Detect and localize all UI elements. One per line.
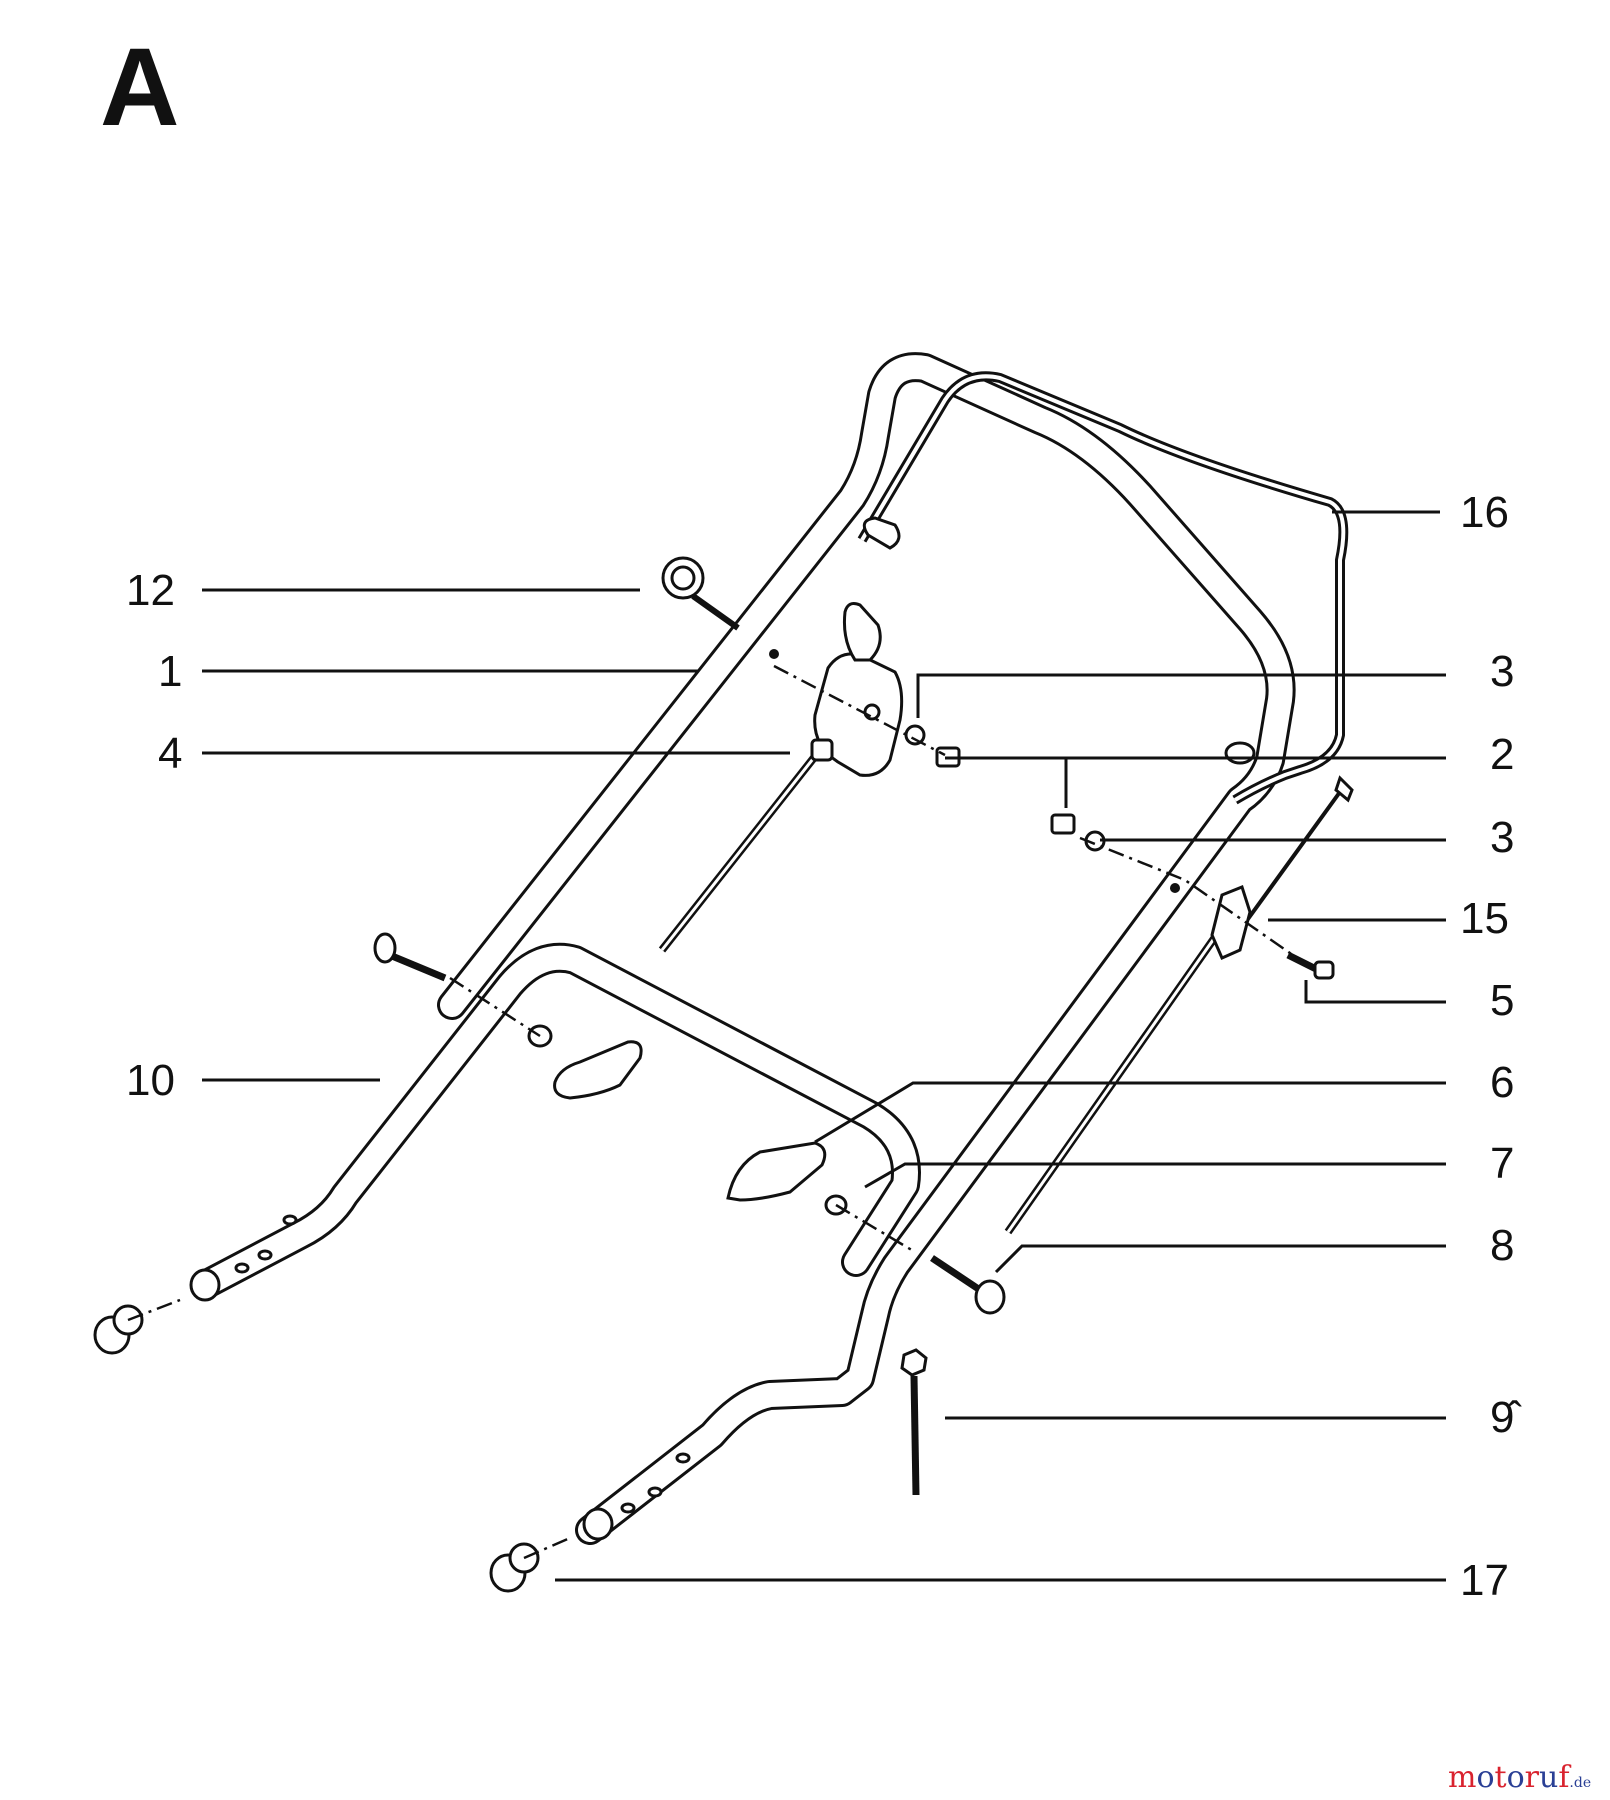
callout-5: 5 [1490,976,1514,1025]
section-letter: A [100,26,179,149]
callout-7: 7 [1490,1139,1514,1188]
callout-16: 16 [1460,488,1509,537]
leader-lines [202,510,1446,1582]
lower-left-tube-end [189,1268,221,1302]
plug-17-left [93,1304,144,1355]
left-carriage-bolt [373,932,447,982]
callout-17: 17 [1460,1556,1509,1605]
callout-3-lower: 3 [1490,813,1514,862]
nut-2-lower [1050,813,1076,835]
adjust-hole [257,1249,273,1261]
callout-9: 9̂ [1490,1393,1522,1442]
throttle-lever [843,602,882,662]
adjust-hole [620,1502,636,1514]
callout-2: 2 [1490,730,1514,779]
watermark-logo: motoruf.de [1448,1760,1591,1795]
right-carriage-bolt-8 [930,1255,1006,1315]
watermark-letter: f [1558,1760,1571,1795]
callout-6: 6 [1490,1058,1514,1107]
callout-8: 8 [1490,1221,1514,1270]
lower-right-tube-end [582,1507,614,1541]
handle-assembly [93,352,1354,1593]
watermark-suffix: .de [1569,1775,1591,1791]
callout-3-upper: 3 [1490,647,1514,696]
watermark-letter: o [1476,1760,1494,1795]
plug-17-right [489,1542,540,1593]
adjust-hole [234,1262,250,1274]
callout-12: 12 [126,566,175,615]
upper-handle [437,352,1296,1545]
cable-tie-9 [900,1348,928,1496]
knob-bolt-12 [661,556,740,631]
callout-10: 10 [126,1056,175,1105]
watermark-letter: o [1507,1760,1525,1795]
adjust-hole [647,1486,663,1498]
adjust-hole [675,1452,691,1464]
left-knob-6 [553,1040,643,1100]
lower-handle [190,942,921,1300]
bail-clip [862,516,901,550]
callout-1: 1 [158,647,182,696]
watermark-letter: t [1495,1760,1507,1795]
callout-15: 15 [1460,894,1509,943]
adjust-hole [282,1214,298,1226]
watermark-letter: u [1539,1760,1558,1795]
callout-4: 4 [158,729,182,778]
watermark-letter: m [1448,1760,1476,1795]
bail-pivot [1224,741,1256,765]
callout-labels: 16 12 1 3 4 2 3 15 5 10 6 7 8 9̂ 17 [126,488,1522,1605]
cable-clip [1004,775,1354,1235]
right-knob-7 [726,1141,827,1202]
throttle-control [658,602,904,953]
watermark-letter: r [1525,1760,1540,1795]
bolt-5 [1286,951,1335,980]
